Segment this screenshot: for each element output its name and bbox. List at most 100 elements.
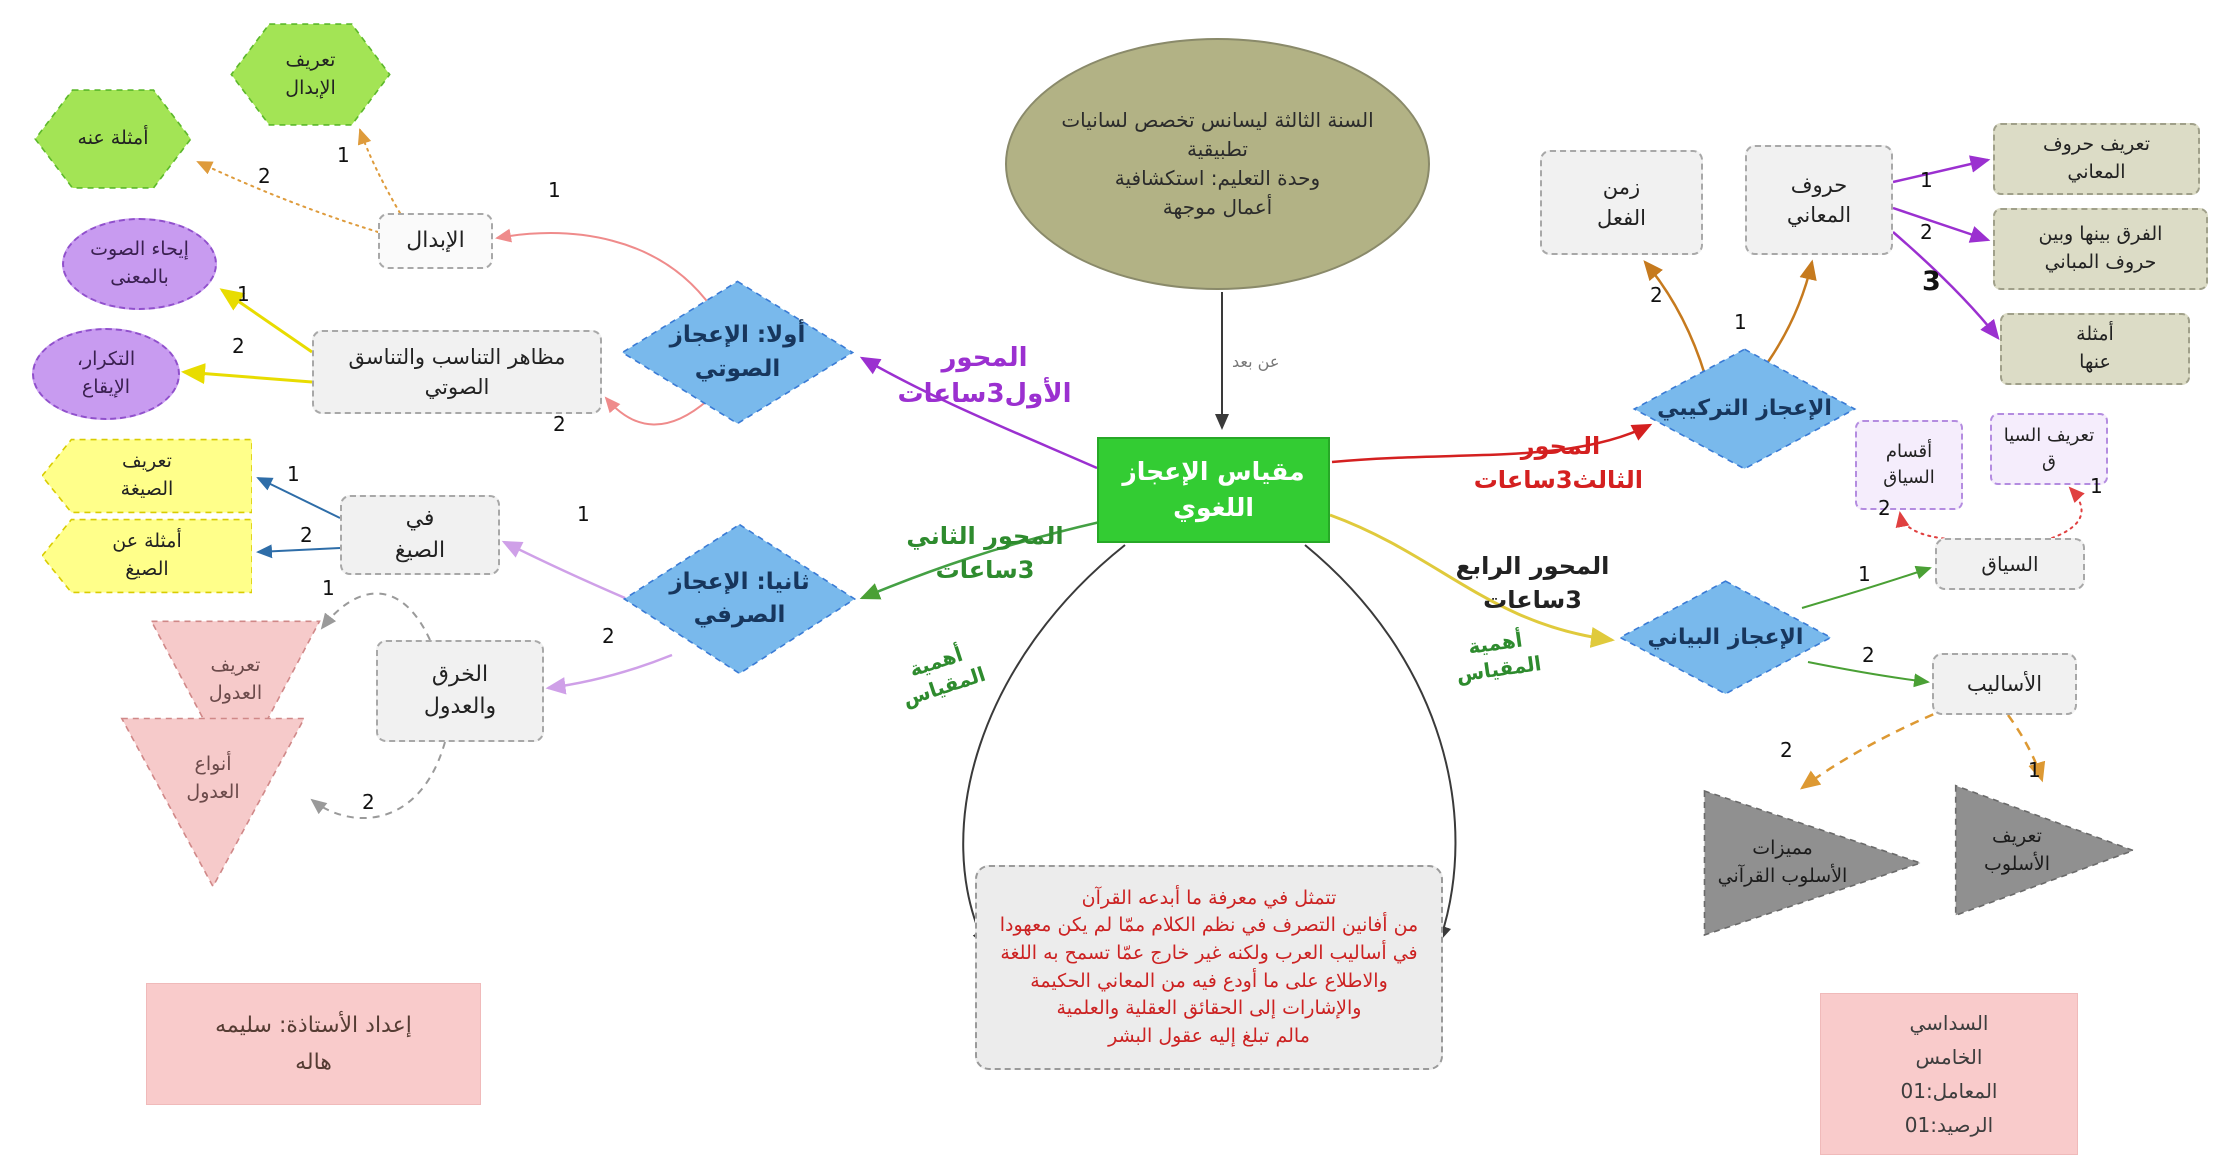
node-mumayyizat-label: مميزات الأسلوب القرآني — [1717, 837, 1848, 887]
node-farq-huruf-label: الفرق بينها وبين حروف المباني — [2038, 223, 2163, 273]
node-def-udul: تعريف العدول — [148, 618, 323, 783]
triangle-down-shape — [148, 618, 323, 783]
edge-num-a3-farq: 2 — [1920, 220, 1933, 244]
edge-num-a1-ibdal: 1 — [548, 178, 561, 202]
node-huruf-maani-label: حروف المعاني — [1786, 172, 1852, 227]
node-siyagh-label: في الصيغ — [394, 506, 446, 563]
edge-axis2-to-siyagh — [501, 540, 626, 600]
node-examples-ibdal-label: أمثلة عنه — [77, 127, 149, 150]
node-def-uslub: تعريف الأسلوب — [1952, 783, 2137, 918]
triangle-down-shape — [118, 715, 308, 890]
node-def-sigha-label: تعريف الصيغة — [120, 450, 174, 500]
axis1-hours-label: المحور الأول3ساعات — [897, 343, 1072, 410]
central-topic-node: مقياس الإعجاز اللغوي — [1097, 437, 1330, 543]
axis1-diamond: أولا: الإعجاز الصوتي — [620, 280, 855, 425]
node-def-siyaq: تعريف السيا ق — [1990, 413, 2108, 485]
edge-num-a1-ex: 2 — [258, 164, 271, 188]
node-zaman-fiil: زمن الفعل — [1540, 150, 1703, 255]
node-ibdal-label: الإبدال — [406, 228, 465, 254]
node-ibdal: الإبدال — [378, 213, 493, 269]
author-box: إعداد الأستاذة: سليمه هاله — [146, 983, 481, 1105]
triangle-right-shape — [1700, 788, 1925, 938]
edge-axis3-to-huruf — [1766, 259, 1817, 363]
importance-description-text: تتمثل في معرفة ما أبدعه القرآن من أفانين… — [999, 886, 1419, 1047]
edge-num-a2-kharq: 2 — [602, 624, 615, 648]
via-label: عن بعد — [1232, 352, 1280, 371]
node-siyaq: السياق — [1935, 538, 2085, 590]
edge-huruf-to-amthila — [1892, 231, 2000, 340]
node-def-siyaq-label: تعريف السيا ق — [2003, 424, 2095, 472]
edge-huruf-to-def — [1892, 155, 1991, 184]
node-anwa-udul: أنواع العدول — [118, 715, 308, 890]
course-title-ellipse: السنة الثالثة ليسانس تخصص لسانيات تطبيقي… — [1005, 38, 1430, 290]
triangle-right-shape — [1952, 783, 2137, 918]
node-siyagh: في الصيغ — [340, 495, 500, 575]
axis4-diamond-label: الإعجاز البياني — [1647, 624, 1804, 650]
axis3-diamond-label: الإعجاز التركيبي — [1657, 396, 1832, 422]
node-ex-siyagh: أمثلة عن الصيغ — [42, 518, 252, 594]
edge-axis4-to-siyaq — [1801, 565, 1932, 609]
edge-siyagh-to-examples — [256, 544, 341, 559]
importance-description-box: تتمثل في معرفة ما أبدعه القرآن من أفانين… — [975, 865, 1443, 1070]
node-amthila-huruf-label: أمثلة عنها — [2076, 323, 2114, 373]
diamond-shape — [622, 523, 857, 675]
edge-center-to-axis3 — [1331, 423, 1653, 464]
edge-axis2-to-kharq — [545, 653, 673, 695]
node-iihaa: إيحاء الصوت بالمعنى — [62, 218, 217, 310]
axis2-diamond: ثانيا: الإعجاز الصرفي — [622, 523, 857, 675]
node-def-sigha: تعريف الصيغة — [42, 438, 252, 514]
edge-center-to-importance-right — [1304, 544, 1457, 942]
edge-center-to-axis4 — [1329, 513, 1615, 648]
edge-num-a3-def: 1 — [1920, 168, 1933, 192]
node-def-ibdal-label: تعريف الإبدال — [285, 48, 336, 99]
edge-asalib-to-def-uslub — [2006, 714, 2046, 783]
node-def-huruf: تعريف حروف المعاني — [1993, 123, 2200, 195]
node-def-uslub-label: تعريف الأسلوب — [1983, 824, 2051, 875]
hexagon-shape — [32, 88, 194, 190]
edge-kharq-to-anwa-udul — [310, 741, 446, 819]
node-aqsam-siyaq: أقسام السياق — [1855, 420, 1963, 510]
axis4-hours-label: المحور الرابع 3ساعات — [1455, 552, 1610, 614]
node-tikrar-label: التكرار، الإيقاع — [76, 348, 136, 398]
edge-num-a4-siyaq: 1 — [1858, 562, 1871, 586]
edge-num-a1-tanasub: 2 — [553, 412, 566, 436]
author-text: إعداد الأستاذة: سليمه هاله — [215, 1012, 412, 1075]
node-ex-siyagh-label: أمثلة عن الصيغ — [112, 530, 182, 580]
semester-info-box: السداسي الخامس المعامل:01 الرصيد:01 — [1820, 993, 2078, 1155]
axis3-hours-label: المحور الثالث3ساعات — [1473, 432, 1643, 494]
node-huruf-maani: حروف المعاني — [1745, 145, 1893, 255]
node-tanasub: مظاهر التناسب والتناسق الصوتي — [312, 330, 602, 414]
node-mumayyizat: مميزات الأسلوب القرآني — [1700, 788, 1925, 938]
edge-num-a2-ex: 2 — [300, 523, 313, 547]
node-aqsam-siyaq-label: أقسام السياق — [1883, 440, 1935, 488]
edge-axis4-to-asalib — [1807, 661, 1930, 688]
edge-num-a3-amthila: 3 — [1922, 266, 1941, 297]
node-amthila-huruf: أمثلة عنها — [2000, 313, 2190, 385]
node-kharq: الخرق والعدول — [376, 640, 544, 742]
node-asalib: الأساليب — [1932, 653, 2077, 715]
edge-num-a1-def: 1 — [337, 143, 350, 167]
hexagon-shape — [228, 22, 393, 127]
edge-num-a2-siyagh: 1 — [577, 502, 590, 526]
edge-siyaq-to-aqsam — [1895, 511, 1973, 541]
node-anwa-udul-label: أنواع العدول — [186, 753, 240, 803]
node-def-huruf-label: تعريف حروف المعاني — [2042, 133, 2151, 183]
edge-center-to-axis1 — [859, 356, 1098, 470]
edge-num-a2-anwa: 2 — [362, 790, 375, 814]
edge-asalib-to-mumayyizat — [1799, 706, 1949, 790]
node-tikrar: التكرار، الإيقاع — [32, 328, 180, 420]
edge-num-a3-zaman: 2 — [1650, 283, 1663, 307]
node-def-udul-label: تعريف العدول — [208, 654, 263, 704]
node-asalib-label: الأساليب — [1966, 671, 2043, 696]
edge-siyaq-to-def-siyaq — [2051, 486, 2085, 539]
edge-kharq-to-def-udul — [320, 592, 431, 641]
node-kharq-label: الخرق والعدول — [423, 662, 497, 719]
edge-axis3-to-zaman — [1643, 260, 1707, 376]
edge-num-a4-def-uslub: 1 — [2028, 758, 2041, 782]
edge-num-a2-def-sigha: 1 — [287, 462, 300, 486]
banner-shape — [42, 438, 252, 514]
edge-num-a4-asalib: 2 — [1862, 643, 1875, 667]
edge-axis1-to-tanasub — [604, 396, 709, 426]
